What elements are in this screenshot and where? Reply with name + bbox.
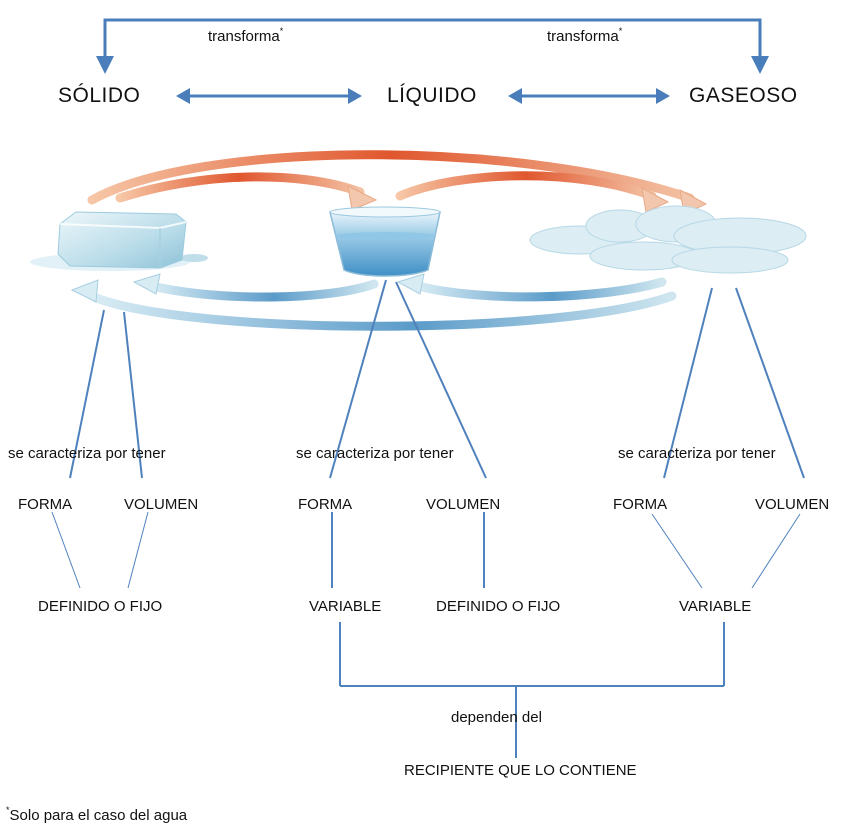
gas-result-lines — [651, 513, 801, 589]
state-liquid-label: LÍQUIDO — [387, 84, 477, 107]
gas-forma-label: FORMA — [613, 496, 668, 513]
liquid-volumen-result-label: DEFINIDO O FIJO — [436, 598, 561, 615]
depend-label: dependen del — [451, 709, 542, 726]
liquid-result-lines — [331, 512, 485, 588]
connector-lines — [69, 279, 805, 479]
heat-arrowhead-1 — [347, 185, 378, 211]
state-gas-label: GASEOSO — [689, 84, 798, 107]
glass-of-water-icon — [329, 206, 441, 277]
solid-result-label: DEFINIDO O FIJO — [38, 598, 163, 615]
transform-label-left: transforma* — [208, 26, 284, 45]
state-solid-label: SÓLIDO — [58, 84, 141, 107]
ice-cube-icon — [30, 211, 208, 271]
gas-volumen-label: VOLUMEN — [755, 496, 830, 513]
solid-forma-label: FORMA — [18, 496, 73, 513]
solid-result-lines — [51, 511, 149, 589]
arrow-head-gas — [751, 56, 769, 74]
double-arrow-solid-liquid — [176, 88, 362, 104]
liquid-volumen-label: VOLUMEN — [426, 496, 501, 513]
dependency-bracket — [339, 622, 725, 758]
heat-arrowhead-2 — [641, 187, 670, 213]
gas-caption: se caracteriza por tener — [618, 445, 776, 462]
heating-arrows — [87, 150, 695, 205]
double-arrow-liquid-gas — [508, 88, 670, 104]
liquid-forma-result-label: VARIABLE — [309, 598, 382, 615]
liquid-caption: se caracteriza por tener — [296, 445, 454, 462]
solid-caption: se caracteriza por tener — [8, 445, 166, 462]
cooling-arrows — [91, 277, 677, 331]
arrow-head-solid — [96, 56, 114, 74]
transform-label-right: transforma* — [547, 26, 623, 45]
cloud-icon — [529, 205, 807, 274]
cool-arrowhead-1 — [132, 273, 161, 295]
footnote: *Solo para el caso del agua — [6, 805, 188, 824]
cool-arrowhead-3 — [70, 279, 99, 303]
cool-arrowhead-2 — [396, 273, 425, 295]
gas-result-label: VARIABLE — [679, 598, 752, 615]
container-label: RECIPIENTE QUE LO CONTIENE — [404, 762, 637, 779]
transform-bracket — [103, 18, 762, 62]
liquid-forma-label: FORMA — [298, 496, 353, 513]
solid-volumen-label: VOLUMEN — [124, 496, 199, 513]
